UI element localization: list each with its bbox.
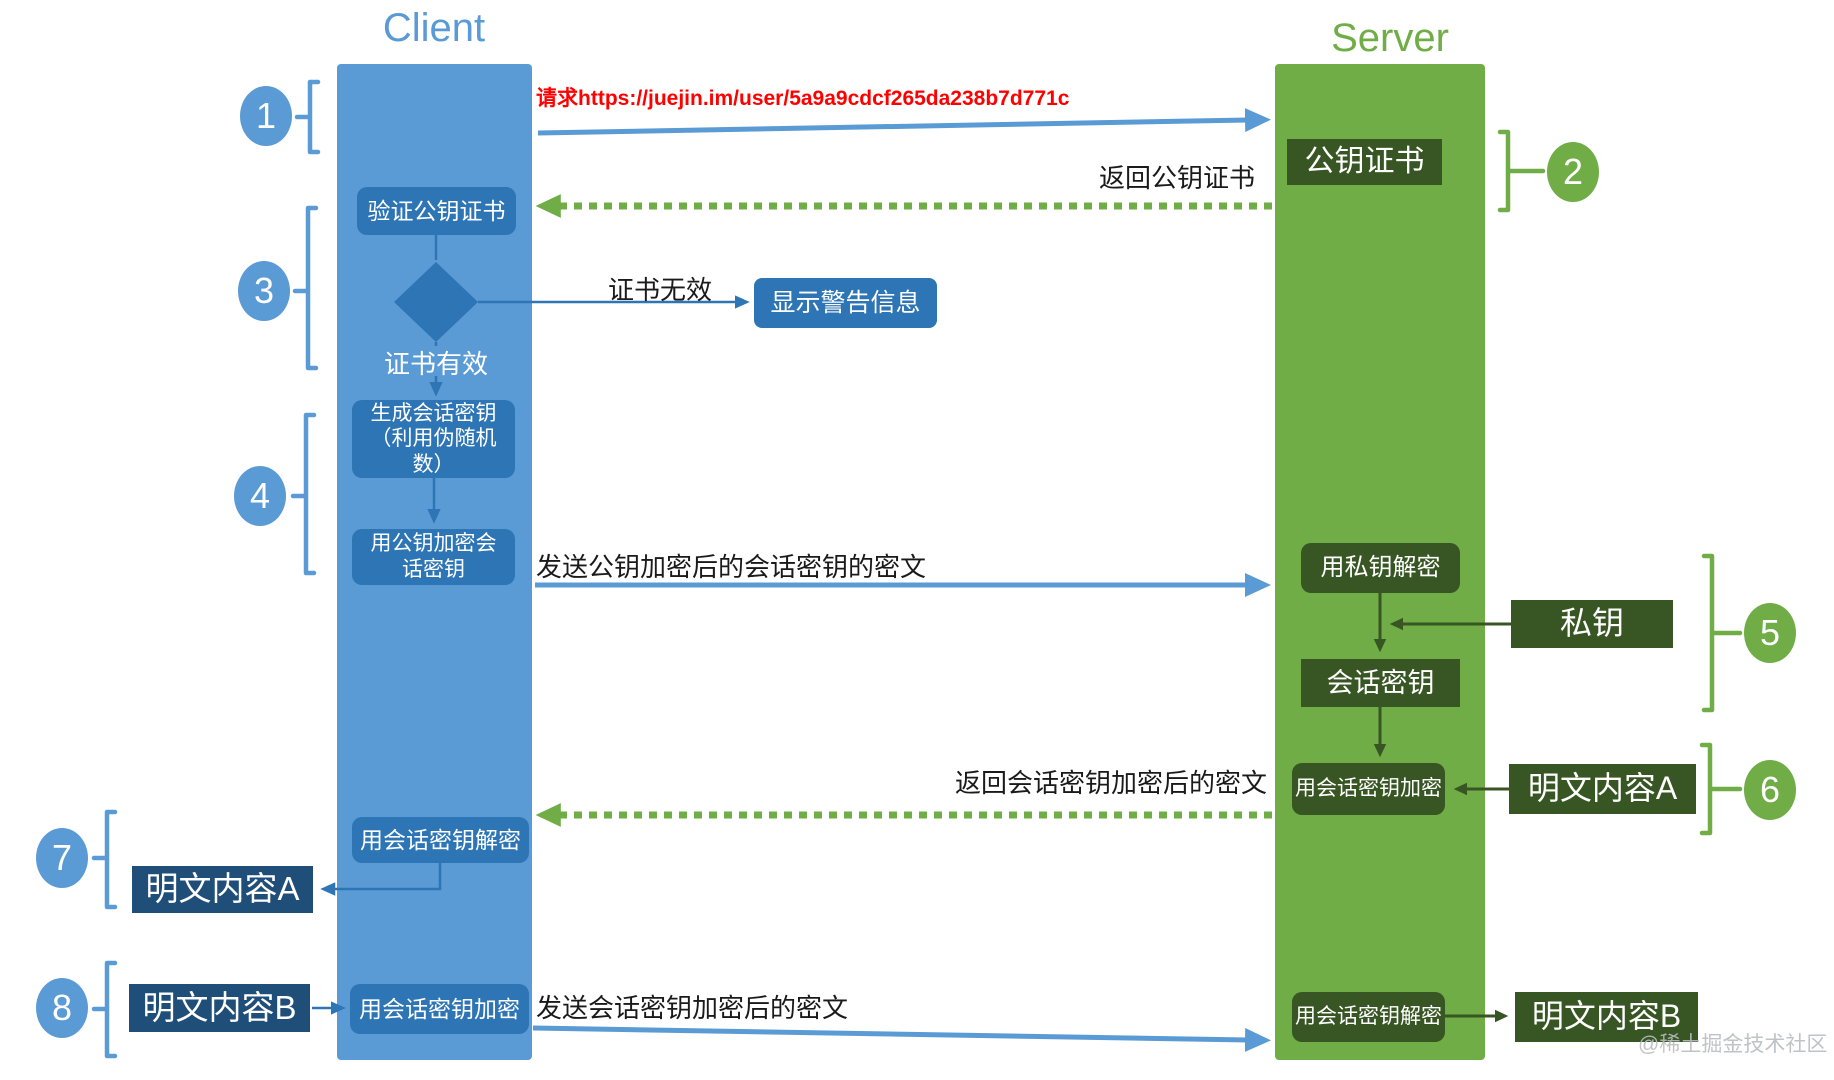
step-circle-5: 5	[1744, 603, 1796, 663]
server-encrypt-session-box: 用会话密钥加密	[1292, 763, 1445, 815]
send-session-key-label: 发送公钥加密后的会话密钥的密文	[536, 552, 927, 582]
return-cert-label: 返回公钥证书	[1098, 163, 1255, 193]
server-decrypt-session-box: 用会话密钥解密	[1292, 992, 1445, 1042]
step-circle-4: 4	[234, 466, 286, 526]
bracket-step-7	[91, 809, 118, 910]
arrow-request	[537, 108, 1271, 136]
session-key-box: 会话密钥	[1301, 659, 1460, 707]
client-decrypt-session-box: 用会话密钥解密	[352, 817, 529, 863]
watermark: @稀土掘金技术社区	[1638, 1033, 1828, 1056]
bracket-step-8	[91, 960, 118, 1059]
client-encrypt-session-box: 用会话密钥加密	[350, 984, 529, 1034]
server-lane-title: Server	[1331, 16, 1449, 60]
cert-invalid-label: 证书无效	[608, 275, 713, 305]
bracket-step-1	[294, 79, 321, 155]
step-circle-3: 3	[238, 261, 290, 321]
pubkey-cert-box: 公钥证书	[1287, 139, 1442, 185]
verify-cert-box: 验证公钥证书	[357, 187, 516, 235]
bracket-step-3	[292, 205, 319, 371]
arrow-send-content	[532, 1025, 1271, 1052]
decrypt-with-privkey-box: 用私钥解密	[1301, 543, 1460, 593]
encrypt-with-pubkey-box: 用公钥加密会话密钥	[352, 529, 515, 585]
connector-decrypt-to-plaintext-a	[320, 863, 442, 896]
warning-box: 显示警告信息	[754, 278, 937, 328]
bracket-step-6	[1699, 742, 1743, 836]
step-circle-2: 2	[1547, 142, 1599, 202]
cert-valid-label: 证书有效	[383, 349, 488, 379]
bracket-step-5	[1701, 553, 1743, 713]
server-plaintext-b-box: 明文内容B	[1515, 992, 1698, 1042]
private-key-box: 私钥	[1511, 600, 1673, 648]
step-circle-8: 8	[36, 978, 88, 1038]
client-plaintext-b-box: 明文内容B	[129, 984, 310, 1032]
bracket-step-2	[1497, 129, 1546, 213]
request-url-label: 请求https://juejin.im/user/5a9a9cdcf265da2…	[536, 87, 1070, 110]
diamond-decision	[394, 262, 478, 342]
client-lane-title: Client	[382, 6, 486, 50]
step-circle-7: 7	[36, 828, 88, 888]
server-plaintext-a-box: 明文内容A	[1509, 764, 1696, 814]
generate-session-key-box: 生成会话密钥（利用伪随机数）	[352, 400, 515, 478]
return-content-label: 返回会话密钥加密后的密文	[955, 768, 1268, 798]
step-circle-6: 6	[1744, 760, 1796, 820]
step-circle-1: 1	[240, 86, 292, 146]
client-plaintext-a-box: 明文内容A	[132, 866, 313, 913]
send-content-label: 发送会话密钥加密后的密文	[536, 993, 849, 1023]
bracket-step-4	[290, 412, 317, 576]
